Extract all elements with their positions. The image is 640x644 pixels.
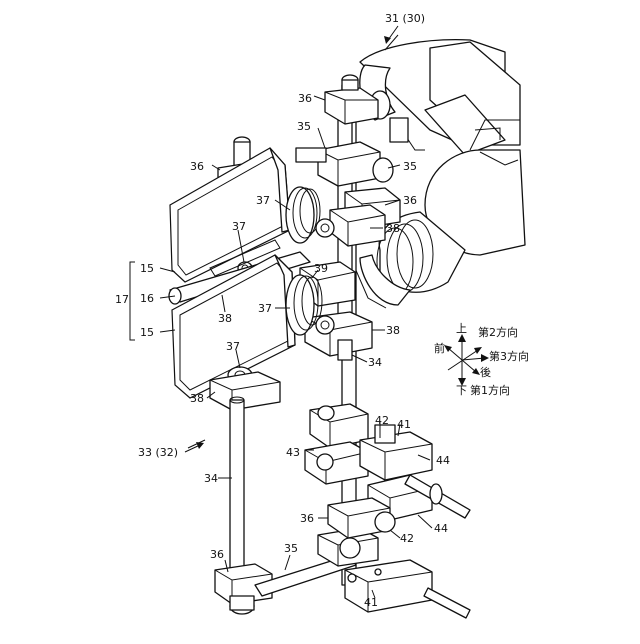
compass-front: 前 [434,341,445,355]
label-35: 35 [403,160,417,173]
label-15: 15 [140,326,154,339]
compass-back: 後 [480,365,491,379]
label-38: 38 [218,312,232,325]
label-39: 39 [314,262,328,275]
label-34: 34 [368,356,382,369]
label-41: 41 [397,418,411,431]
label-37: 37 [226,340,240,353]
label-36: 36 [403,194,417,207]
label-44: 44 [436,454,450,467]
label-42: 42 [375,414,389,427]
label-35: 35 [284,542,298,555]
compass-dir2: 第2方向 [478,325,518,339]
label-34: 34 [204,472,218,485]
label-37: 37 [258,302,272,315]
label-36: 36 [190,160,204,173]
label-36: 36 [300,512,314,525]
label-16: 16 [140,292,154,305]
direction-compass: 上 第2方向 前 第3方向 後 下 第1方向 [434,322,529,397]
label-37: 37 [256,194,270,207]
block-41-bottom [345,560,470,618]
compass-up: 上 [456,322,467,335]
label-35: 35 [297,120,311,133]
label-44: 44 [434,522,448,535]
label-38: 38 [386,222,400,235]
block-38-mid [305,312,372,360]
label-41: 41 [364,596,378,609]
compass-dir3: 第3方向 [489,349,529,363]
rod-34-left [230,397,244,570]
label-31-30: 31 (30) [385,12,425,25]
label-17: 17 [115,293,129,306]
label-15: 15 [140,262,154,275]
compass-down: 下 [456,384,467,397]
compass-dir1: 第1方向 [470,383,510,397]
label-33-32: 33 (32) [138,446,178,459]
block-38-lower [210,372,280,410]
label-36: 36 [298,92,312,105]
label-36: 36 [210,548,224,561]
label-38: 38 [386,324,400,337]
label-43: 43 [286,446,300,459]
block-35-upper [296,142,393,186]
label-37: 37 [232,220,246,233]
label-42: 42 [400,532,414,545]
label-38: 38 [190,392,204,405]
